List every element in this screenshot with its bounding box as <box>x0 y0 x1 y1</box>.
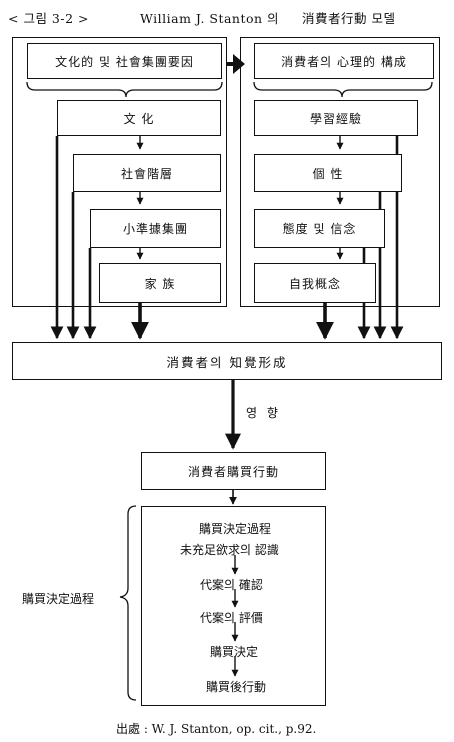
process-step-evaluation: 代案의 評價 <box>200 611 263 625</box>
left-item-social-class: 社會階層 <box>73 154 221 192</box>
right-item-learning: 學習經驗 <box>254 100 418 136</box>
left-item-culture: 文 化 <box>57 100 221 136</box>
figure-number: < 그림 3-2 > <box>8 11 89 26</box>
left-header-brace <box>26 81 223 98</box>
right-item-self-concept: 自我概念 <box>254 263 376 303</box>
figure-author: William J. Stanton 의 <box>140 11 280 26</box>
figure-title: 消費者行動 모델 <box>302 11 396 26</box>
influence-label: 영 향 <box>246 406 281 420</box>
process-step-search: 代案의 確認 <box>200 578 263 592</box>
left-panel <box>12 37 227 307</box>
right-header-brace <box>253 81 433 98</box>
left-item-family: 家 族 <box>99 263 221 303</box>
process-brace <box>119 505 137 701</box>
right-item-attitudes: 態度 및 信念 <box>254 209 385 248</box>
right-item-personality: 個 性 <box>254 154 402 192</box>
process-step-decision: 購買決定 <box>210 645 259 659</box>
process-title: 購買決定過程 <box>199 522 272 536</box>
process-step-recognition: 未充足欲求의 認識 <box>180 543 279 557</box>
header-link-arrow <box>226 54 245 74</box>
process-step-post-purchase: 購買後行動 <box>206 680 267 694</box>
left-header-box: 文化的 및 社會集團要因 <box>27 43 222 79</box>
source-note: 出處 : W. J. Stanton, op. cit., p.92. <box>116 722 317 736</box>
left-item-reference-group: 小準據集團 <box>90 209 221 248</box>
process-side-label: 購買決定過程 <box>22 592 95 606</box>
right-panel <box>240 37 440 307</box>
process-box <box>141 506 326 706</box>
perception-box: 消費者의 知覺形成 <box>12 342 442 380</box>
right-header-box: 消費者의 心理的 構成 <box>254 43 434 79</box>
behavior-box: 消費者購買行動 <box>141 452 326 490</box>
